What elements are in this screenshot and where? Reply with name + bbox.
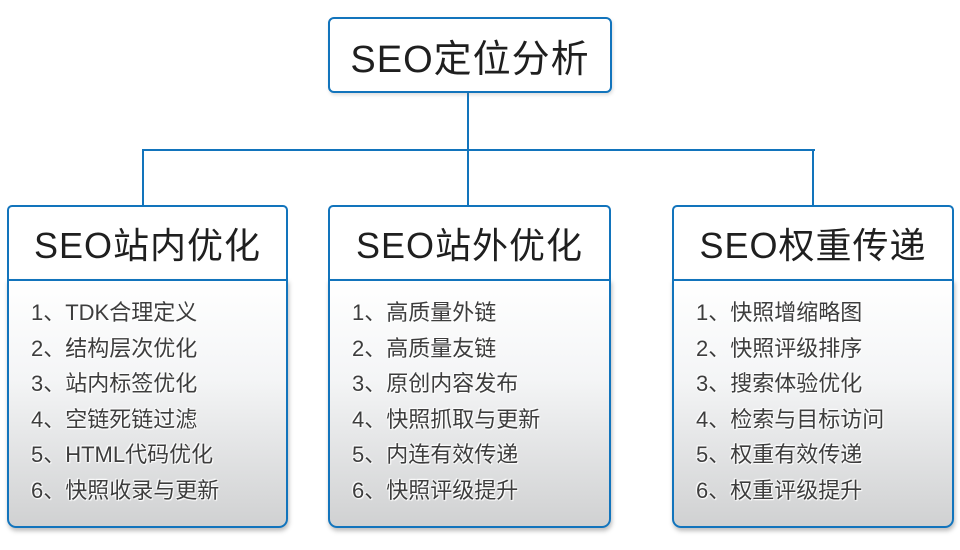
connector-root-stem <box>467 93 469 151</box>
list-item: 6、快照评级提升 <box>352 477 519 503</box>
list-item: 3、原创内容发布 <box>352 371 519 396</box>
list-item: 2、快照评级排序 <box>696 335 863 361</box>
list-item: 1、高质量外链 <box>352 300 497 325</box>
column-list-panel: 1、高质量外链 2、高质量友链 3、原创内容发布 4、快照抓取与更新 5、内连有… <box>328 279 611 528</box>
list-item: 1、快照增缩略图 <box>696 300 863 325</box>
column-onsite-optimization: SEO站内优化 1、TDK合理定义 2、结构层次优化 3、站内标签优化 4、空链… <box>7 205 288 530</box>
list-item: 6、快照收录与更新 <box>31 477 220 503</box>
column-list-panel: 1、快照增缩略图 2、快照评级排序 3、搜索体验优化 4、检索与目标访问 5、权… <box>672 279 954 528</box>
connector-drop-middle <box>467 149 469 207</box>
column-offsite-optimization: SEO站外优化 1、高质量外链 2、高质量友链 3、原创内容发布 4、快照抓取与… <box>328 205 611 530</box>
column-list-panel: 1、TDK合理定义 2、结构层次优化 3、站内标签优化 4、空链死链过滤 5、H… <box>7 279 288 528</box>
list-item: 5、HTML代码优化 <box>31 442 214 467</box>
root-node: SEO定位分析 <box>328 17 612 93</box>
list-item: 3、搜索体验优化 <box>696 371 863 396</box>
list-item: 3、站内标签优化 <box>31 371 198 396</box>
list-item: 2、结构层次优化 <box>31 335 198 361</box>
column-header: SEO站外优化 <box>328 205 611 281</box>
column-title: SEO站外优化 <box>355 225 584 266</box>
root-node-label: SEO定位分析 <box>350 38 590 81</box>
list-item: 6、权重评级提升 <box>696 477 863 503</box>
column-header: SEO权重传递 <box>672 205 954 281</box>
list-item: 4、快照抓取与更新 <box>352 406 541 432</box>
connector-drop-left <box>142 149 144 207</box>
column-weight-transfer: SEO权重传递 1、快照增缩略图 2、快照评级排序 3、搜索体验优化 4、检索与… <box>672 205 954 530</box>
list-item: 5、内连有效传递 <box>352 442 519 467</box>
column-title: SEO站内优化 <box>33 225 262 266</box>
list-item: 2、高质量友链 <box>352 335 497 361</box>
connector-crossbar <box>142 149 815 151</box>
list-item: 5、权重有效传递 <box>696 442 863 467</box>
list-item: 4、检索与目标访问 <box>696 406 885 432</box>
list-item: 4、空链死链过滤 <box>31 406 198 432</box>
column-title: SEO权重传递 <box>699 225 927 266</box>
column-header: SEO站内优化 <box>7 205 288 281</box>
connector-drop-right <box>812 149 814 207</box>
list-item: 1、TDK合理定义 <box>31 300 198 325</box>
